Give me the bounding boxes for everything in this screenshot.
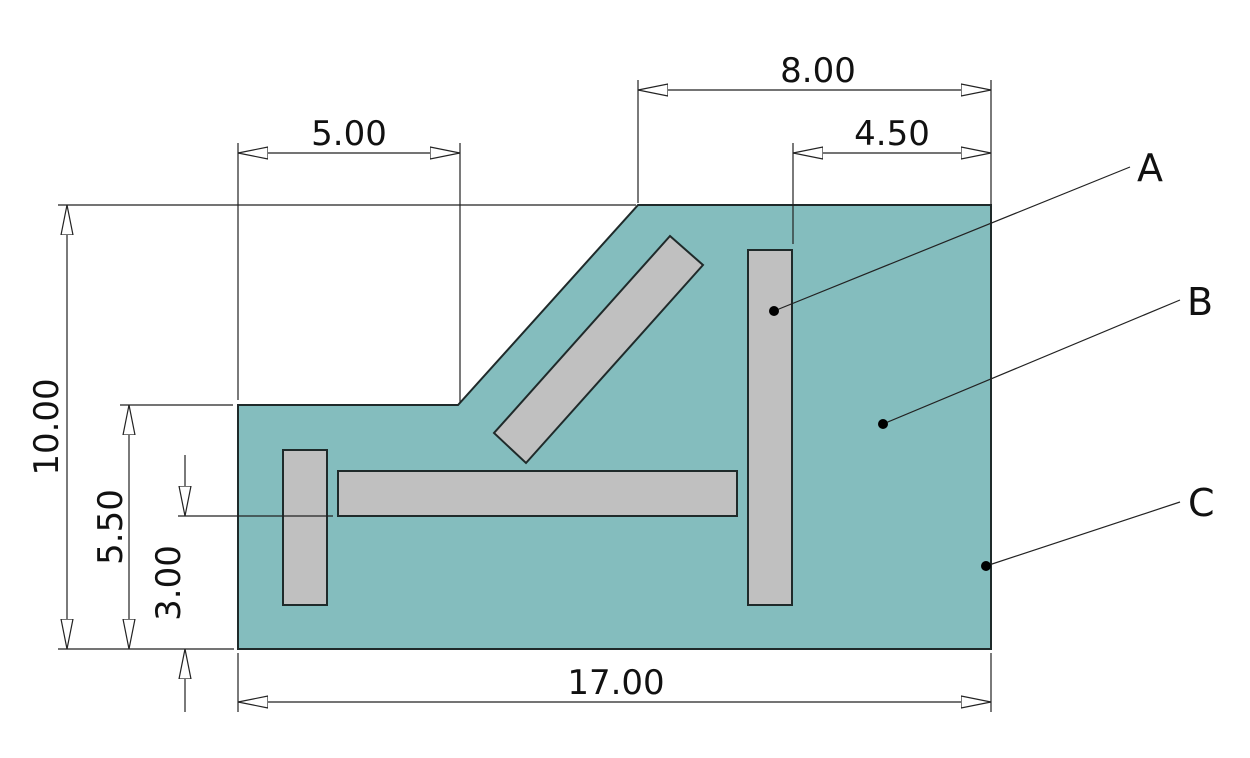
plate-b — [237, 204, 992, 650]
label-c: C — [1188, 481, 1215, 525]
label-b: B — [1187, 280, 1213, 324]
member-left-vertical — [282, 449, 328, 606]
dim-5-5-text: 5.50 — [91, 489, 131, 565]
member-horizontal — [337, 470, 738, 517]
dim-8-text: 8.00 — [780, 51, 856, 91]
dim-4-5-text: 4.50 — [854, 114, 930, 154]
leader-b: B — [878, 280, 1213, 429]
dim-17-text: 17.00 — [567, 663, 664, 703]
dim-3-text: 3.00 — [149, 545, 189, 621]
member-diagonal — [492, 234, 705, 465]
member-a-vertical — [747, 249, 793, 606]
leader-c: C — [981, 481, 1215, 571]
dim-5-text: 5.00 — [311, 114, 387, 154]
leader-a: A — [769, 146, 1163, 316]
dim-10-text: 10.00 — [27, 378, 67, 475]
label-a: A — [1137, 146, 1163, 190]
extension-lines — [58, 80, 992, 712]
